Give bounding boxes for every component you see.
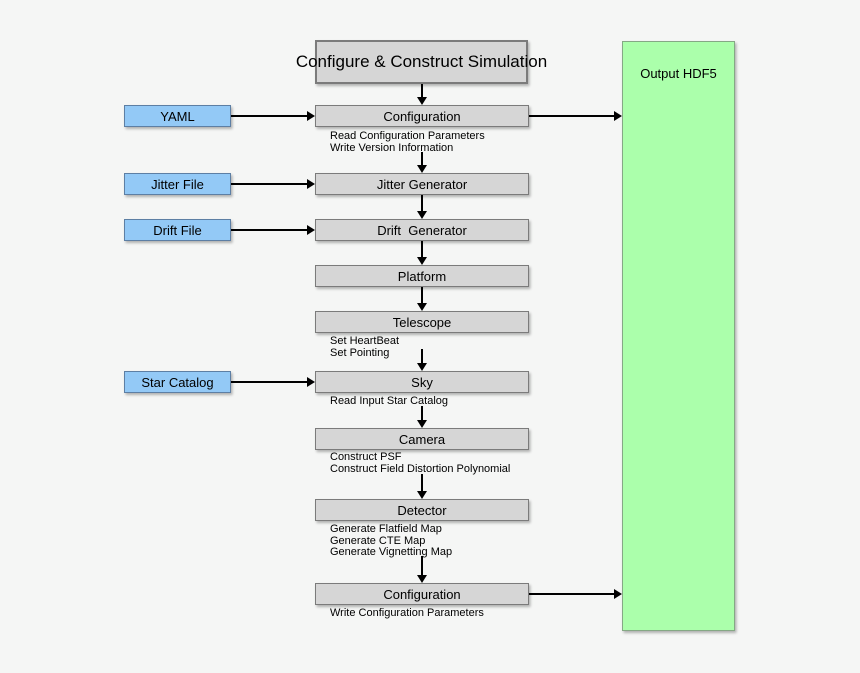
arrowhead-down-icon: [417, 165, 427, 173]
note-line: Generate CTE Map: [330, 534, 426, 547]
input-box-drift-file: Drift File: [124, 219, 231, 241]
arrowhead-down-icon: [417, 257, 427, 265]
input-box-star-catalog: Star Catalog: [124, 371, 231, 393]
arrow-telescope-to-sky: [421, 349, 423, 363]
input-label: Drift File: [153, 222, 202, 238]
arrowhead-right-icon: [307, 179, 315, 189]
arrow-drift-generator-to-platform: [421, 241, 423, 257]
stage-box-camera: Camera: [315, 428, 529, 450]
arrow-drift-file-to-drift-generator: [231, 229, 307, 231]
arrowhead-down-icon: [417, 575, 427, 583]
note-line: Construct PSF: [330, 451, 402, 463]
stage-box-detector: Detector: [315, 499, 529, 521]
arrow-configuration-to-output: [529, 115, 614, 117]
arrow-sky-to-camera: [421, 406, 423, 420]
note-line: Read Configuration Parameters: [330, 130, 485, 142]
stage-box-drift-generator: Drift Generator: [315, 219, 529, 241]
arrowhead-right-icon: [307, 377, 315, 387]
arrow-camera-to-detector: [421, 474, 423, 491]
notes-camera: Construct PSF Construct Field Distortion…: [330, 451, 511, 475]
arrowhead-right-icon: [614, 111, 622, 121]
stage-box-configuration: Configuration: [315, 105, 529, 127]
input-label: Star Catalog: [141, 374, 214, 390]
arrowhead-right-icon: [614, 589, 622, 599]
stage-box-telescope: Telescope: [315, 311, 529, 333]
note-line: Set HeartBeat: [330, 335, 400, 347]
input-box-yaml: YAML: [124, 105, 231, 127]
stage-label: Sky: [411, 374, 433, 390]
output-hdf5-box: Output HDF5: [622, 41, 735, 631]
note-line: Set Pointing: [330, 346, 390, 359]
stage-label: Jitter Generator: [376, 176, 468, 192]
stage-label: Detector: [397, 502, 447, 518]
arrow-configuration-to-jitter-generator: [421, 152, 423, 165]
title-label: Configure & Construct Simulation: [295, 52, 548, 71]
arrow-platform-to-telescope: [421, 287, 423, 303]
arrow-detector-to-configuration-final: [421, 556, 423, 575]
stage-label: Telescope: [392, 314, 452, 330]
stage-label: Drift Generator: [377, 222, 467, 238]
arrow-title-to-configuration: [421, 84, 423, 97]
stage-label: Camera: [398, 431, 446, 447]
note-line: Generate Flatfield Map: [330, 523, 442, 535]
arrowhead-down-icon: [417, 420, 427, 428]
input-box-jitter-file: Jitter File: [124, 173, 231, 195]
notes-configuration-final: Write Configuration Parameters: [330, 607, 484, 620]
stage-label: Platform: [397, 268, 447, 284]
arrowhead-down-icon: [417, 211, 427, 219]
arrowhead-down-icon: [417, 303, 427, 311]
title-box: Configure & Construct Simulation: [296, 40, 547, 84]
note-line: Generate Vignetting Map: [330, 546, 453, 558]
arrowhead-down-icon: [417, 97, 427, 105]
arrow-jitter-file-to-jitter-generator: [231, 183, 307, 185]
stage-label: Configuration: [383, 586, 461, 602]
notes-telescope: Set HeartBeat Set Pointing: [330, 335, 400, 359]
note-line: Read Input Star Catalog: [330, 395, 449, 407]
note-line: Construct Field Distortion Polynomial: [330, 462, 511, 475]
notes-detector: Generate Flatfield Map Generate CTE Map …: [330, 523, 453, 559]
stage-box-platform: Platform: [315, 265, 529, 287]
note-line: Write Version Information: [330, 141, 454, 154]
stage-box-sky: Sky: [315, 371, 529, 393]
arrow-star-catalog-to-sky: [231, 381, 307, 383]
input-label: Jitter File: [151, 176, 204, 192]
notes-sky: Read Input Star Catalog: [330, 395, 449, 408]
note-line: Write Configuration Parameters: [330, 607, 484, 619]
arrow-yaml-to-configuration: [231, 115, 307, 117]
notes-configuration: Read Configuration Parameters Write Vers…: [330, 130, 485, 154]
arrowhead-down-icon: [417, 491, 427, 499]
arrow-jitter-generator-to-drift-generator: [421, 195, 423, 211]
arrowhead-down-icon: [417, 363, 427, 371]
stage-box-jitter-generator: Jitter Generator: [315, 173, 529, 195]
stage-box-configuration-final: Configuration: [315, 583, 529, 605]
arrowhead-right-icon: [307, 225, 315, 235]
stage-label: Configuration: [383, 108, 461, 124]
arrowhead-right-icon: [307, 111, 315, 121]
input-label: YAML: [160, 108, 195, 124]
arrow-configuration-final-to-output: [529, 593, 614, 595]
output-hdf5-label: Output HDF5: [640, 66, 717, 81]
